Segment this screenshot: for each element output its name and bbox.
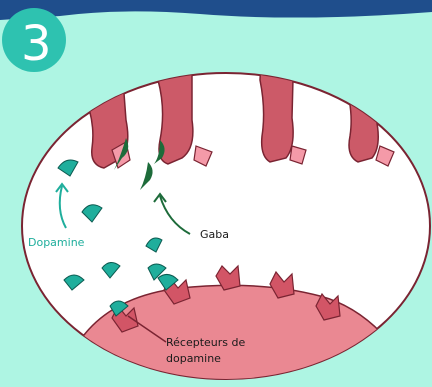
- step-badge: 3: [2, 8, 66, 72]
- step-number: 3: [21, 16, 52, 72]
- label-receptors-line2: dopamine: [166, 352, 221, 365]
- label-receptors-line1: Récepteurs de: [166, 336, 245, 349]
- label-gaba: Gaba: [200, 228, 229, 241]
- label-dopamine: Dopamine: [28, 236, 85, 249]
- top-band: [0, 0, 432, 20]
